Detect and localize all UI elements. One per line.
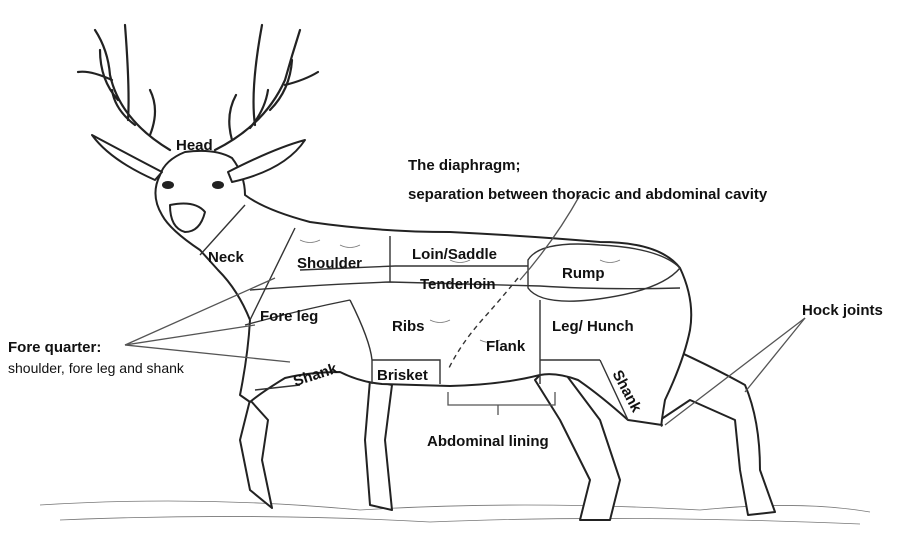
label-leg-hunch: Leg/ Hunch	[552, 318, 634, 335]
label-tenderloin: Tenderloin	[420, 276, 496, 293]
annotation-abdominal-lining: Abdominal lining	[427, 433, 549, 450]
annotation-fore-quarter-desc: shoulder, fore leg and shank	[8, 360, 185, 376]
annotation-diaphragm-desc: separation between thoracic and abdomina…	[408, 186, 768, 203]
label-brisket: Brisket	[377, 367, 428, 384]
label-head: Head	[176, 137, 213, 154]
label-fore-leg: Fore leg	[260, 308, 318, 325]
antlers	[78, 25, 318, 150]
label-loin-saddle: Loin/Saddle	[412, 246, 497, 263]
label-shoulder: Shoulder	[297, 255, 362, 272]
annotation-diaphragm-title: The diaphragm;	[408, 157, 521, 174]
label-ribs: Ribs	[392, 318, 425, 335]
annotation-hock-joints: Hock joints	[802, 302, 883, 319]
annotation-fore-quarter-title: Fore quarter:	[8, 339, 101, 356]
label-flank: Flank	[486, 338, 526, 355]
label-rump: Rump	[562, 265, 605, 282]
label-neck: Neck	[208, 249, 245, 266]
